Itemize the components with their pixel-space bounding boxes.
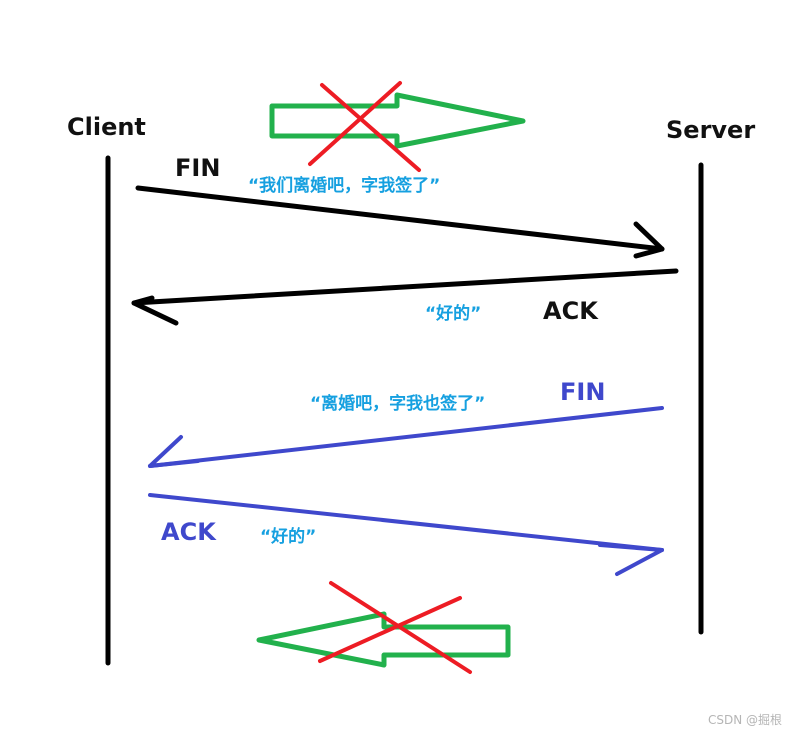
message-quote-4: “好的” xyxy=(260,527,317,547)
crossed-out-left-block-arrow xyxy=(256,581,511,674)
ack-arrow-client-to-server xyxy=(148,493,664,576)
fin-label-1: FIN xyxy=(175,154,221,182)
ack-label-1: ACK xyxy=(543,297,598,325)
message-quote-2: “好的” xyxy=(425,304,482,324)
left-block-arrow-icon xyxy=(256,611,511,668)
ack-label-2: ACK xyxy=(161,518,216,546)
cross-icon xyxy=(320,83,421,172)
message-quote-1: “我们离婚吧，字我签了” xyxy=(248,176,441,196)
client-label: Client xyxy=(67,113,146,141)
message-quote-3: “离婚吧，字我也签了” xyxy=(310,394,486,414)
right-block-arrow-icon xyxy=(269,92,526,149)
fin-arrow-server-to-client xyxy=(148,406,664,468)
crossed-out-right-block-arrow xyxy=(269,81,526,172)
fin-arrow-client-to-server xyxy=(135,185,665,259)
fin-label-2: FIN xyxy=(560,378,606,406)
cross-icon xyxy=(329,581,472,674)
watermark: CSDN @掘根 xyxy=(708,713,783,727)
server-label: Server xyxy=(666,116,756,144)
ack-arrow-server-to-client xyxy=(131,268,679,326)
